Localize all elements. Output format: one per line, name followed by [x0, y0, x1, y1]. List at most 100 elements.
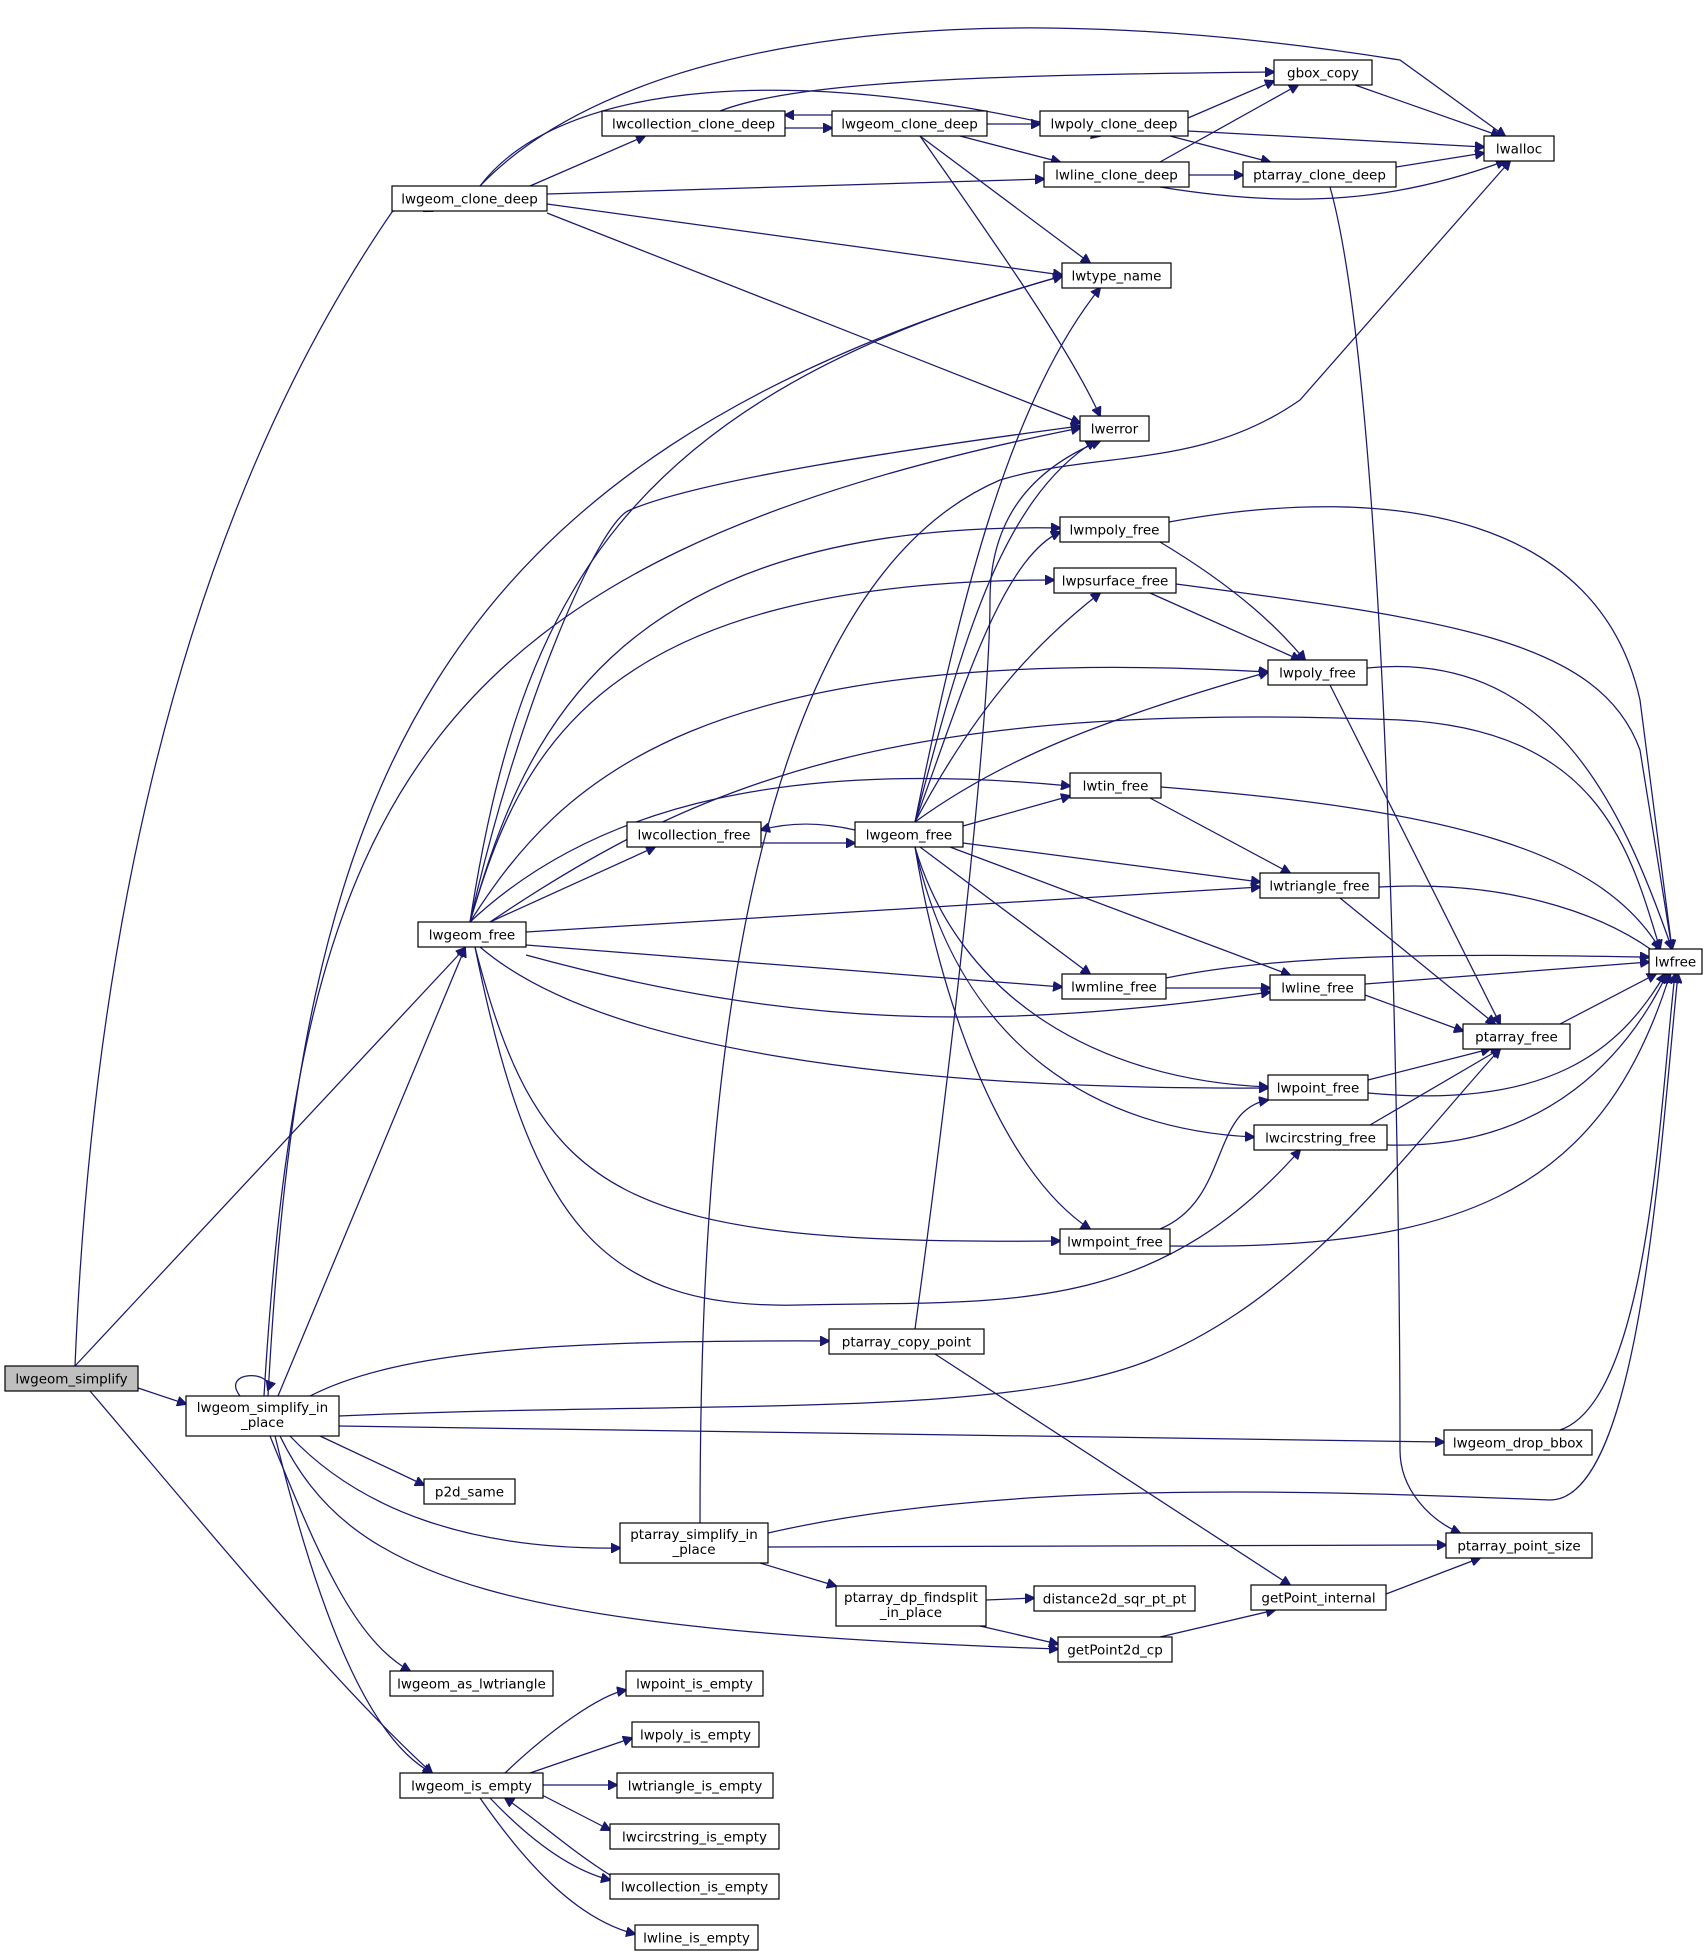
- node-lwpoly-free[interactable]: lwpoly_free: [1267, 659, 1368, 686]
- node-lwcollection-free[interactable]: lwcollection_free: [626, 821, 762, 848]
- node-box[interactable]: [1079, 415, 1150, 442]
- node-box[interactable]: [1259, 872, 1380, 899]
- node-box[interactable]: [1483, 135, 1555, 162]
- node-lwgeom-free[interactable]: lwgeom_free: [417, 921, 527, 948]
- node-lwline-clone-deep[interactable]: lwline_clone_deep: [1043, 161, 1190, 188]
- node-box[interactable]: [1273, 59, 1373, 86]
- node-lwpoly-is-empty[interactable]: lwpoly_is_empty: [631, 1721, 760, 1748]
- node-lwtriangle-is-empty[interactable]: lwtriangle_is_empty: [616, 1772, 774, 1799]
- node-lwcircstring-is-empty[interactable]: lwcircstring_is_empty: [609, 1823, 780, 1850]
- node-lwpsurface-free[interactable]: lwpsurface_free: [1053, 567, 1177, 594]
- node-p2d-same[interactable]: p2d_same: [423, 1478, 516, 1505]
- node-box[interactable]: [634, 1924, 759, 1951]
- node-box[interactable]: [1242, 161, 1397, 188]
- node-box[interactable]: [389, 1670, 554, 1697]
- node-box[interactable]: [1057, 1636, 1173, 1663]
- node-lwline-is-empty[interactable]: lwline_is_empty: [634, 1924, 759, 1951]
- node-box[interactable]: [1267, 1074, 1369, 1101]
- node-box[interactable]: [1059, 1228, 1171, 1255]
- node-box[interactable]: [616, 1772, 774, 1799]
- edge-path: [1366, 665, 1672, 949]
- node-box[interactable]: [1267, 659, 1368, 686]
- node-box[interactable]: [631, 1721, 760, 1748]
- edge-path: [919, 135, 1100, 416]
- edge-lwgeom-free2-to-lwcollection-free: [761, 824, 856, 830]
- node-lwmpoly-free[interactable]: lwmpoly_free: [1059, 516, 1170, 543]
- node-box[interactable]: [1033, 1585, 1196, 1612]
- node-box[interactable]: [828, 1328, 985, 1355]
- node-box[interactable]: [1445, 1532, 1593, 1559]
- node-box[interactable]: [1059, 516, 1170, 543]
- node-lwpoly-clone-deep[interactable]: lwpoly_clone_deep: [1039, 110, 1189, 137]
- node-box[interactable]: [619, 1522, 769, 1564]
- node-box[interactable]: [609, 1873, 780, 1900]
- edge-path: [474, 946, 1060, 1241]
- node-ptarray-point-size[interactable]: ptarray_point_size: [1445, 1532, 1593, 1559]
- node-lwmpoint-free[interactable]: lwmpoint_free: [1059, 1228, 1171, 1255]
- node-lwtriangle-free[interactable]: lwtriangle_free: [1259, 872, 1380, 899]
- node-box[interactable]: [601, 110, 786, 137]
- node-ptarray-free[interactable]: ptarray_free: [1462, 1023, 1571, 1050]
- node-lwgeom-free2[interactable]: lwgeom_free: [854, 821, 964, 848]
- node-lwcircstring-free[interactable]: lwcircstring_free: [1253, 1124, 1388, 1151]
- node-ptarray-simplify-in-place[interactable]: ptarray_simplify_in_place: [619, 1522, 769, 1564]
- node-box[interactable]: [831, 110, 988, 137]
- edge-lwpsurface-free-to-lwpoly-free: [1149, 592, 1300, 660]
- node-box[interactable]: [1648, 948, 1703, 975]
- node-lwgeom-clone-deep[interactable]: lwgeom_clone_deep: [391, 185, 548, 212]
- node-lwgeom-simplify[interactable]: lwgeom_simplify: [4, 1365, 139, 1392]
- node-lwtype-name[interactable]: lwtype_name: [1061, 262, 1172, 289]
- node-lwerror[interactable]: lwerror: [1079, 415, 1150, 442]
- node-box[interactable]: [626, 821, 762, 848]
- node-getPoint2d-cp[interactable]: getPoint2d_cp: [1057, 1636, 1173, 1663]
- node-ptarray-copy-point[interactable]: ptarray_copy_point: [828, 1328, 985, 1355]
- edge-lwtriangle-free-to-ptarray-free: [1339, 897, 1495, 1024]
- node-box[interactable]: [1269, 974, 1366, 1001]
- node-box[interactable]: [835, 1585, 987, 1627]
- node-lwline-free[interactable]: lwline_free: [1269, 974, 1366, 1001]
- node-box[interactable]: [609, 1823, 780, 1850]
- node-box[interactable]: [625, 1670, 764, 1697]
- node-lwpoint-is-empty[interactable]: lwpoint_is_empty: [625, 1670, 764, 1697]
- node-ptarray-clone-deep[interactable]: ptarray_clone_deep: [1242, 161, 1397, 188]
- node-box[interactable]: [4, 1365, 139, 1392]
- node-box[interactable]: [423, 1478, 516, 1505]
- node-gbox-copy[interactable]: gbox_copy: [1273, 59, 1373, 86]
- edge-lwgeom-free2-to-lwtype-name: [914, 288, 1100, 823]
- node-box[interactable]: [1061, 973, 1167, 1000]
- node-box[interactable]: [1043, 161, 1190, 188]
- node-lwcollection-clone-deep[interactable]: lwcollection_clone_deep: [601, 110, 786, 137]
- node-box[interactable]: [399, 1772, 544, 1799]
- node-lwgeom-simplify-in-place[interactable]: lwgeom_simplify_in_place: [185, 1395, 340, 1437]
- node-lwgeom-as-lwtriangle[interactable]: lwgeom_as_lwtriangle: [389, 1670, 554, 1697]
- node-box[interactable]: [417, 921, 527, 948]
- node-lwfree[interactable]: lwfree: [1648, 948, 1703, 975]
- node-box[interactable]: [1039, 110, 1189, 137]
- node-box[interactable]: [1053, 567, 1177, 594]
- node-distance2d-sqr-pt-pt[interactable]: distance2d_sqr_pt_pt: [1033, 1585, 1196, 1612]
- node-box[interactable]: [1250, 1584, 1387, 1611]
- edge-path: [269, 1435, 410, 1671]
- node-ptarray-dp-findsplit-in-place[interactable]: ptarray_dp_findsplit_in_place: [835, 1585, 987, 1627]
- node-box[interactable]: [1069, 772, 1162, 799]
- node-lwgeom-is-empty[interactable]: lwgeom_is_empty: [399, 1772, 544, 1799]
- node-box[interactable]: [391, 185, 548, 212]
- node-lwgeom-clone-deep2[interactable]: lwgeom_clone_deep: [831, 110, 988, 137]
- node-lwalloc[interactable]: lwalloc: [1483, 135, 1555, 162]
- node-getPoint-internal[interactable]: getPoint_internal: [1250, 1584, 1387, 1611]
- node-lwpoint-free[interactable]: lwpoint_free: [1267, 1074, 1369, 1101]
- node-box[interactable]: [1443, 1429, 1593, 1456]
- edge-lwgeom-simplify-in-place-to-lwgeom-free: [277, 948, 465, 1397]
- node-lwtin-free[interactable]: lwtin_free: [1069, 772, 1162, 799]
- node-lwcollection-is-empty[interactable]: lwcollection_is_empty: [609, 1873, 780, 1900]
- edge-path: [479, 27, 1505, 187]
- edge-path: [767, 1545, 1446, 1547]
- node-box[interactable]: [1253, 1124, 1388, 1151]
- edge-lwpoly-clone-deep-to-lwalloc: [1187, 130, 1484, 147]
- node-box[interactable]: [854, 821, 964, 848]
- node-box[interactable]: [185, 1395, 340, 1437]
- node-box[interactable]: [1061, 262, 1172, 289]
- node-lwmline-free[interactable]: lwmline_free: [1061, 973, 1167, 1000]
- node-box[interactable]: [1462, 1023, 1571, 1050]
- node-lwgeom-drop-bbox[interactable]: lwgeom_drop_bbox: [1443, 1429, 1593, 1456]
